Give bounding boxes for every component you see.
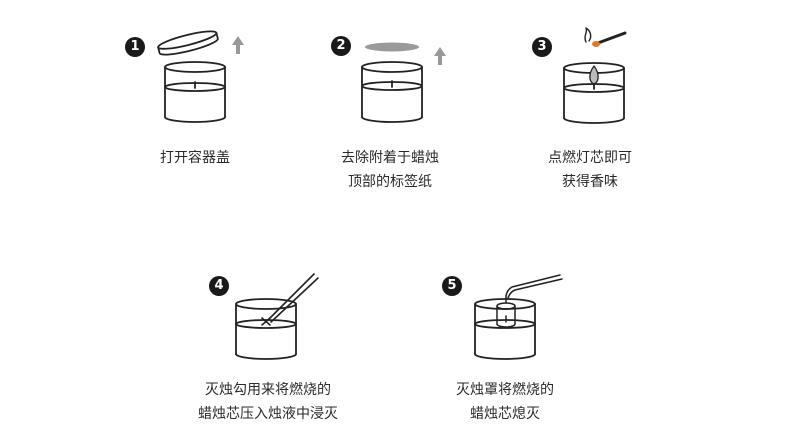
step-2-caption: 去除附着于蜡烛 顶部的标签纸 (310, 146, 470, 194)
candle-jar (235, 298, 297, 360)
caption-line: 蜡烛芯熄灭 (470, 406, 540, 422)
step-1-badge: 1 (125, 37, 145, 57)
step-4-caption: 灭烛勾用来将燃烧的 蜡烛芯压入烛液中浸灭 (178, 378, 358, 426)
step-4-badge: 4 (209, 276, 229, 296)
caption-line: 顶部的标签纸 (348, 174, 432, 190)
label-paper (365, 42, 419, 52)
step-5-caption: 灭烛罩将燃烧的 蜡烛芯熄灭 (425, 378, 585, 426)
snuffer-cap-icon (496, 274, 563, 328)
lid (157, 30, 219, 56)
candle-jar (361, 61, 423, 123)
caption-line: 去除附着于蜡烛 (341, 150, 439, 166)
caption-line: 打开容器盖 (160, 150, 230, 166)
step-3-badge: 3 (532, 37, 552, 57)
step-2-illustration (361, 42, 446, 123)
caption-line: 获得香味 (562, 174, 618, 190)
caption-line: 灭烛勾用来将燃烧的 (205, 382, 331, 398)
step-2-badge: 2 (331, 36, 351, 56)
up-arrow-icon (232, 36, 244, 54)
caption-line: 灭烛罩将燃烧的 (456, 382, 554, 398)
step-1-caption: 打开容器盖 (120, 146, 270, 170)
step-1-illustration (157, 30, 244, 123)
caption-line: 点燃灯芯即可 (548, 150, 632, 166)
caption-line: 蜡烛芯压入烛液中浸灭 (198, 406, 338, 422)
step-5-illustration (474, 274, 563, 360)
step-4-illustration (235, 273, 319, 360)
match-icon (584, 27, 627, 47)
up-arrow-icon (434, 47, 446, 65)
candle-jar (474, 298, 536, 360)
candle-jar (164, 61, 226, 123)
step-3-caption: 点燃灯芯即可 获得香味 (510, 146, 670, 194)
flame-icon (589, 65, 599, 85)
step-5-badge: 5 (442, 276, 462, 296)
snuffer-hook-icon (261, 273, 319, 326)
step-3-illustration (563, 27, 627, 124)
